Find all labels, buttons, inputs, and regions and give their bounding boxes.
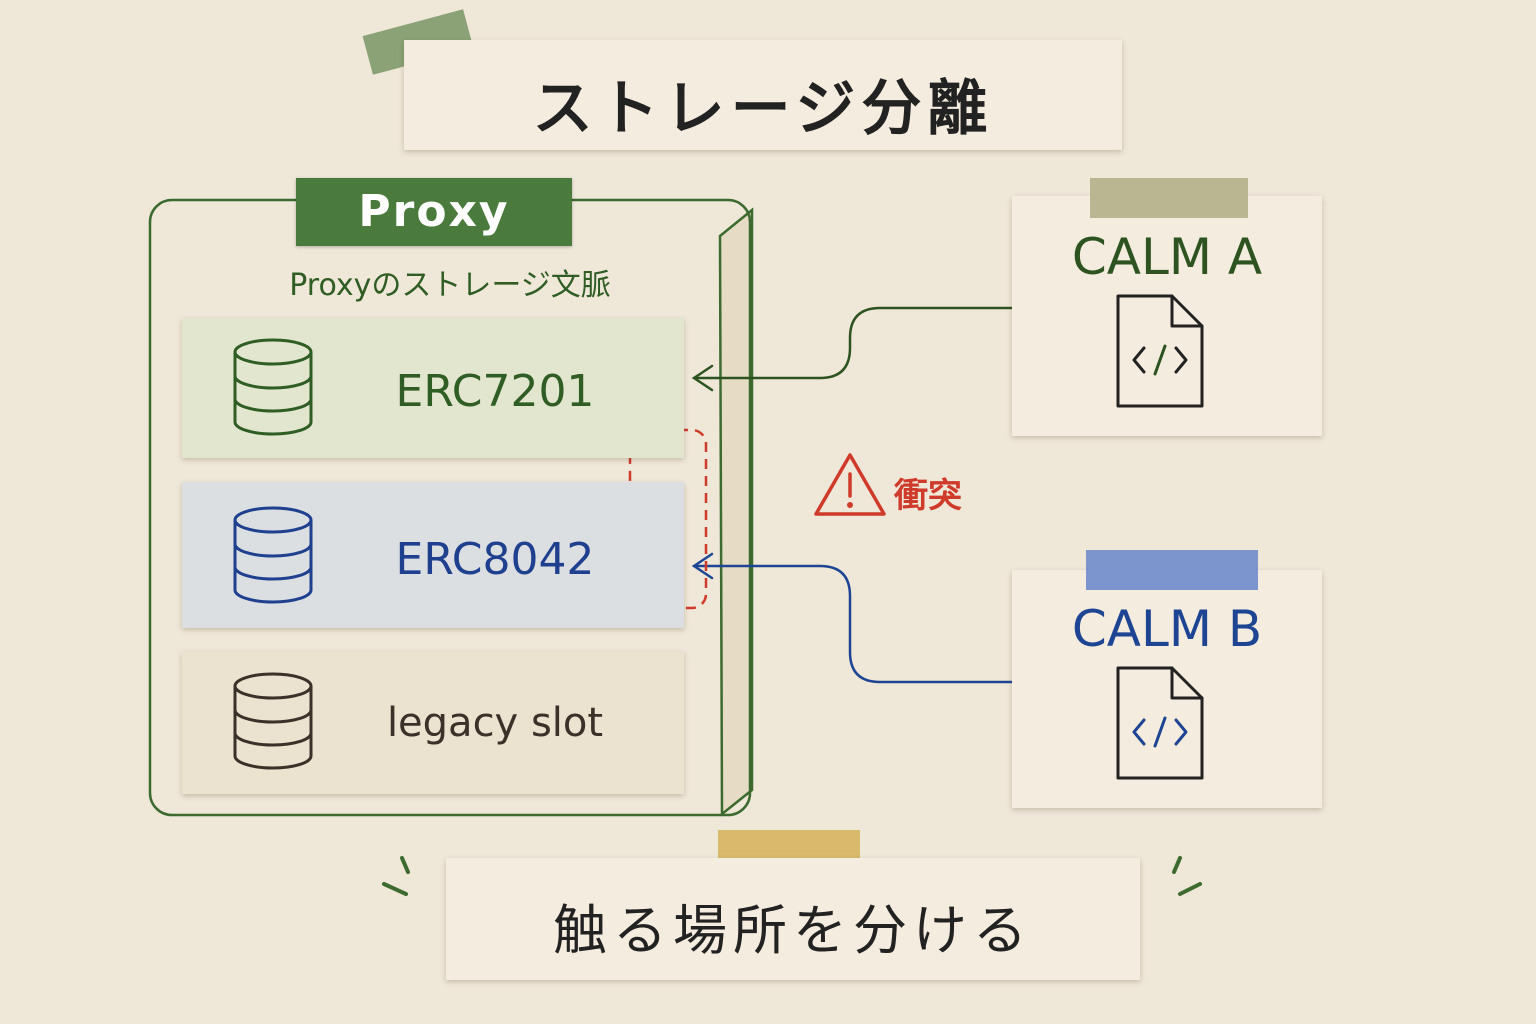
- code-file-icon: [1116, 666, 1204, 780]
- calm-a-arrow: [694, 306, 1012, 380]
- calm-a-arrowhead: [691, 364, 714, 392]
- footer-title: 触る場所を分ける: [553, 899, 1033, 962]
- proxy-label: Proxy: [358, 186, 510, 237]
- calm-a-label: CALM A: [1071, 228, 1263, 286]
- calm-b-arrow: [694, 564, 1012, 684]
- calm-b-label: CALM B: [1071, 600, 1263, 658]
- calm-b-card: [1012, 570, 1322, 808]
- warning-icon: [814, 453, 886, 516]
- page-title: ストレージ分離: [532, 74, 994, 144]
- conflict-label: 衝突: [894, 476, 962, 516]
- slot-label-legacy: legacy slot: [386, 700, 604, 746]
- database-icon: [233, 506, 313, 604]
- proxy-context-label: Proxyのストレージ文脈: [289, 268, 611, 303]
- calm-b-arrowhead: [691, 552, 714, 580]
- title-card: ストレージ分離: [404, 40, 1122, 150]
- slot-label-erc7201: ERC7201: [395, 366, 595, 417]
- code-file-icon: [1116, 294, 1204, 408]
- proxy-tab: Proxy: [296, 178, 572, 246]
- proxy-box-side: [718, 207, 754, 817]
- footer-card: 触る場所を分ける: [446, 858, 1140, 980]
- database-icon: [233, 672, 313, 770]
- slot-label-erc8042: ERC8042: [395, 534, 595, 585]
- database-icon: [233, 338, 313, 436]
- calm-a-tape: [1090, 178, 1248, 218]
- calm-a-card: [1012, 196, 1322, 436]
- calm-b-tape: [1086, 550, 1258, 590]
- footer-accent-marks: [382, 856, 1202, 896]
